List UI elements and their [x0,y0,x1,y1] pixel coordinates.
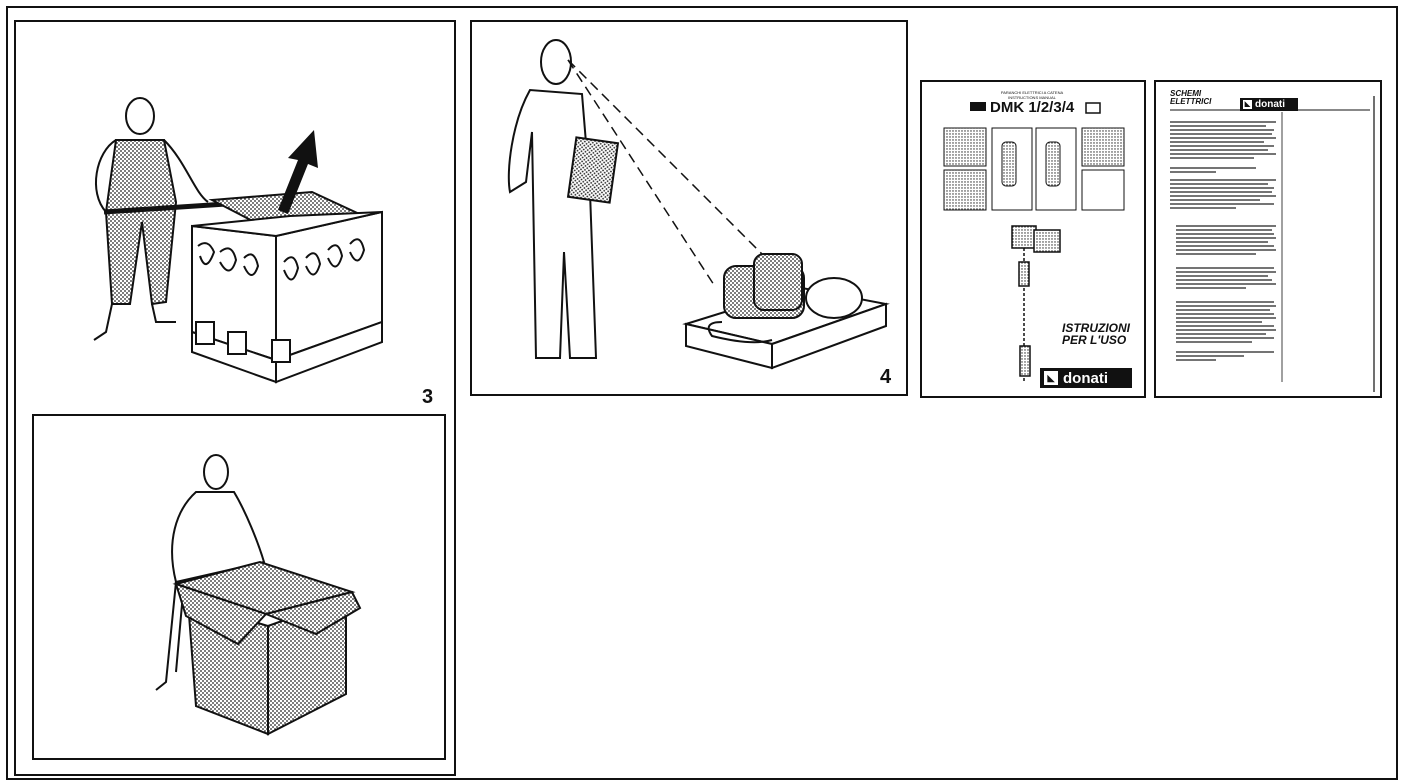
manual-back-panel: SCHEMI ELETTRICI [1154,80,1382,398]
manual-cover-graphics: PARANCHI ELETTRICI A CATENA INSTRUCTIONS… [922,82,1144,396]
back-brand-text: donati [1255,99,1285,110]
donati-logo-icon: ◣ donati [1040,368,1132,388]
figure-4-panel: 4 [470,20,908,396]
wooden-crate-icon [192,212,382,382]
chain-hoist-icon [1012,226,1060,382]
clipboard-icon [568,137,618,202]
cover-thumbnails [944,128,1124,210]
back-text-block [1170,122,1276,360]
cover-title-line2: PER L'USO [1062,333,1127,347]
figure-3-number: 3 [422,386,433,409]
donati-logo-icon: ◣ donati [1240,98,1298,111]
figure-4-illustration [472,22,910,398]
worker-figure-icon [94,98,208,340]
back-heading-line2: ELETTRICI [1170,97,1212,106]
cover-model: DMK 1/2/3/4 [990,99,1075,116]
figure-3-panel: 3 [14,20,456,776]
manual-back-graphics: SCHEMI ELETTRICI [1156,82,1380,396]
figure-4-number: 4 [880,366,891,389]
manual-cover-panel: PARANCHI ELETTRICI A CATENA INSTRUCTIONS… [920,80,1146,398]
cover-brand-text: donati [1063,370,1108,387]
figure-3-lower-frame [32,414,446,760]
